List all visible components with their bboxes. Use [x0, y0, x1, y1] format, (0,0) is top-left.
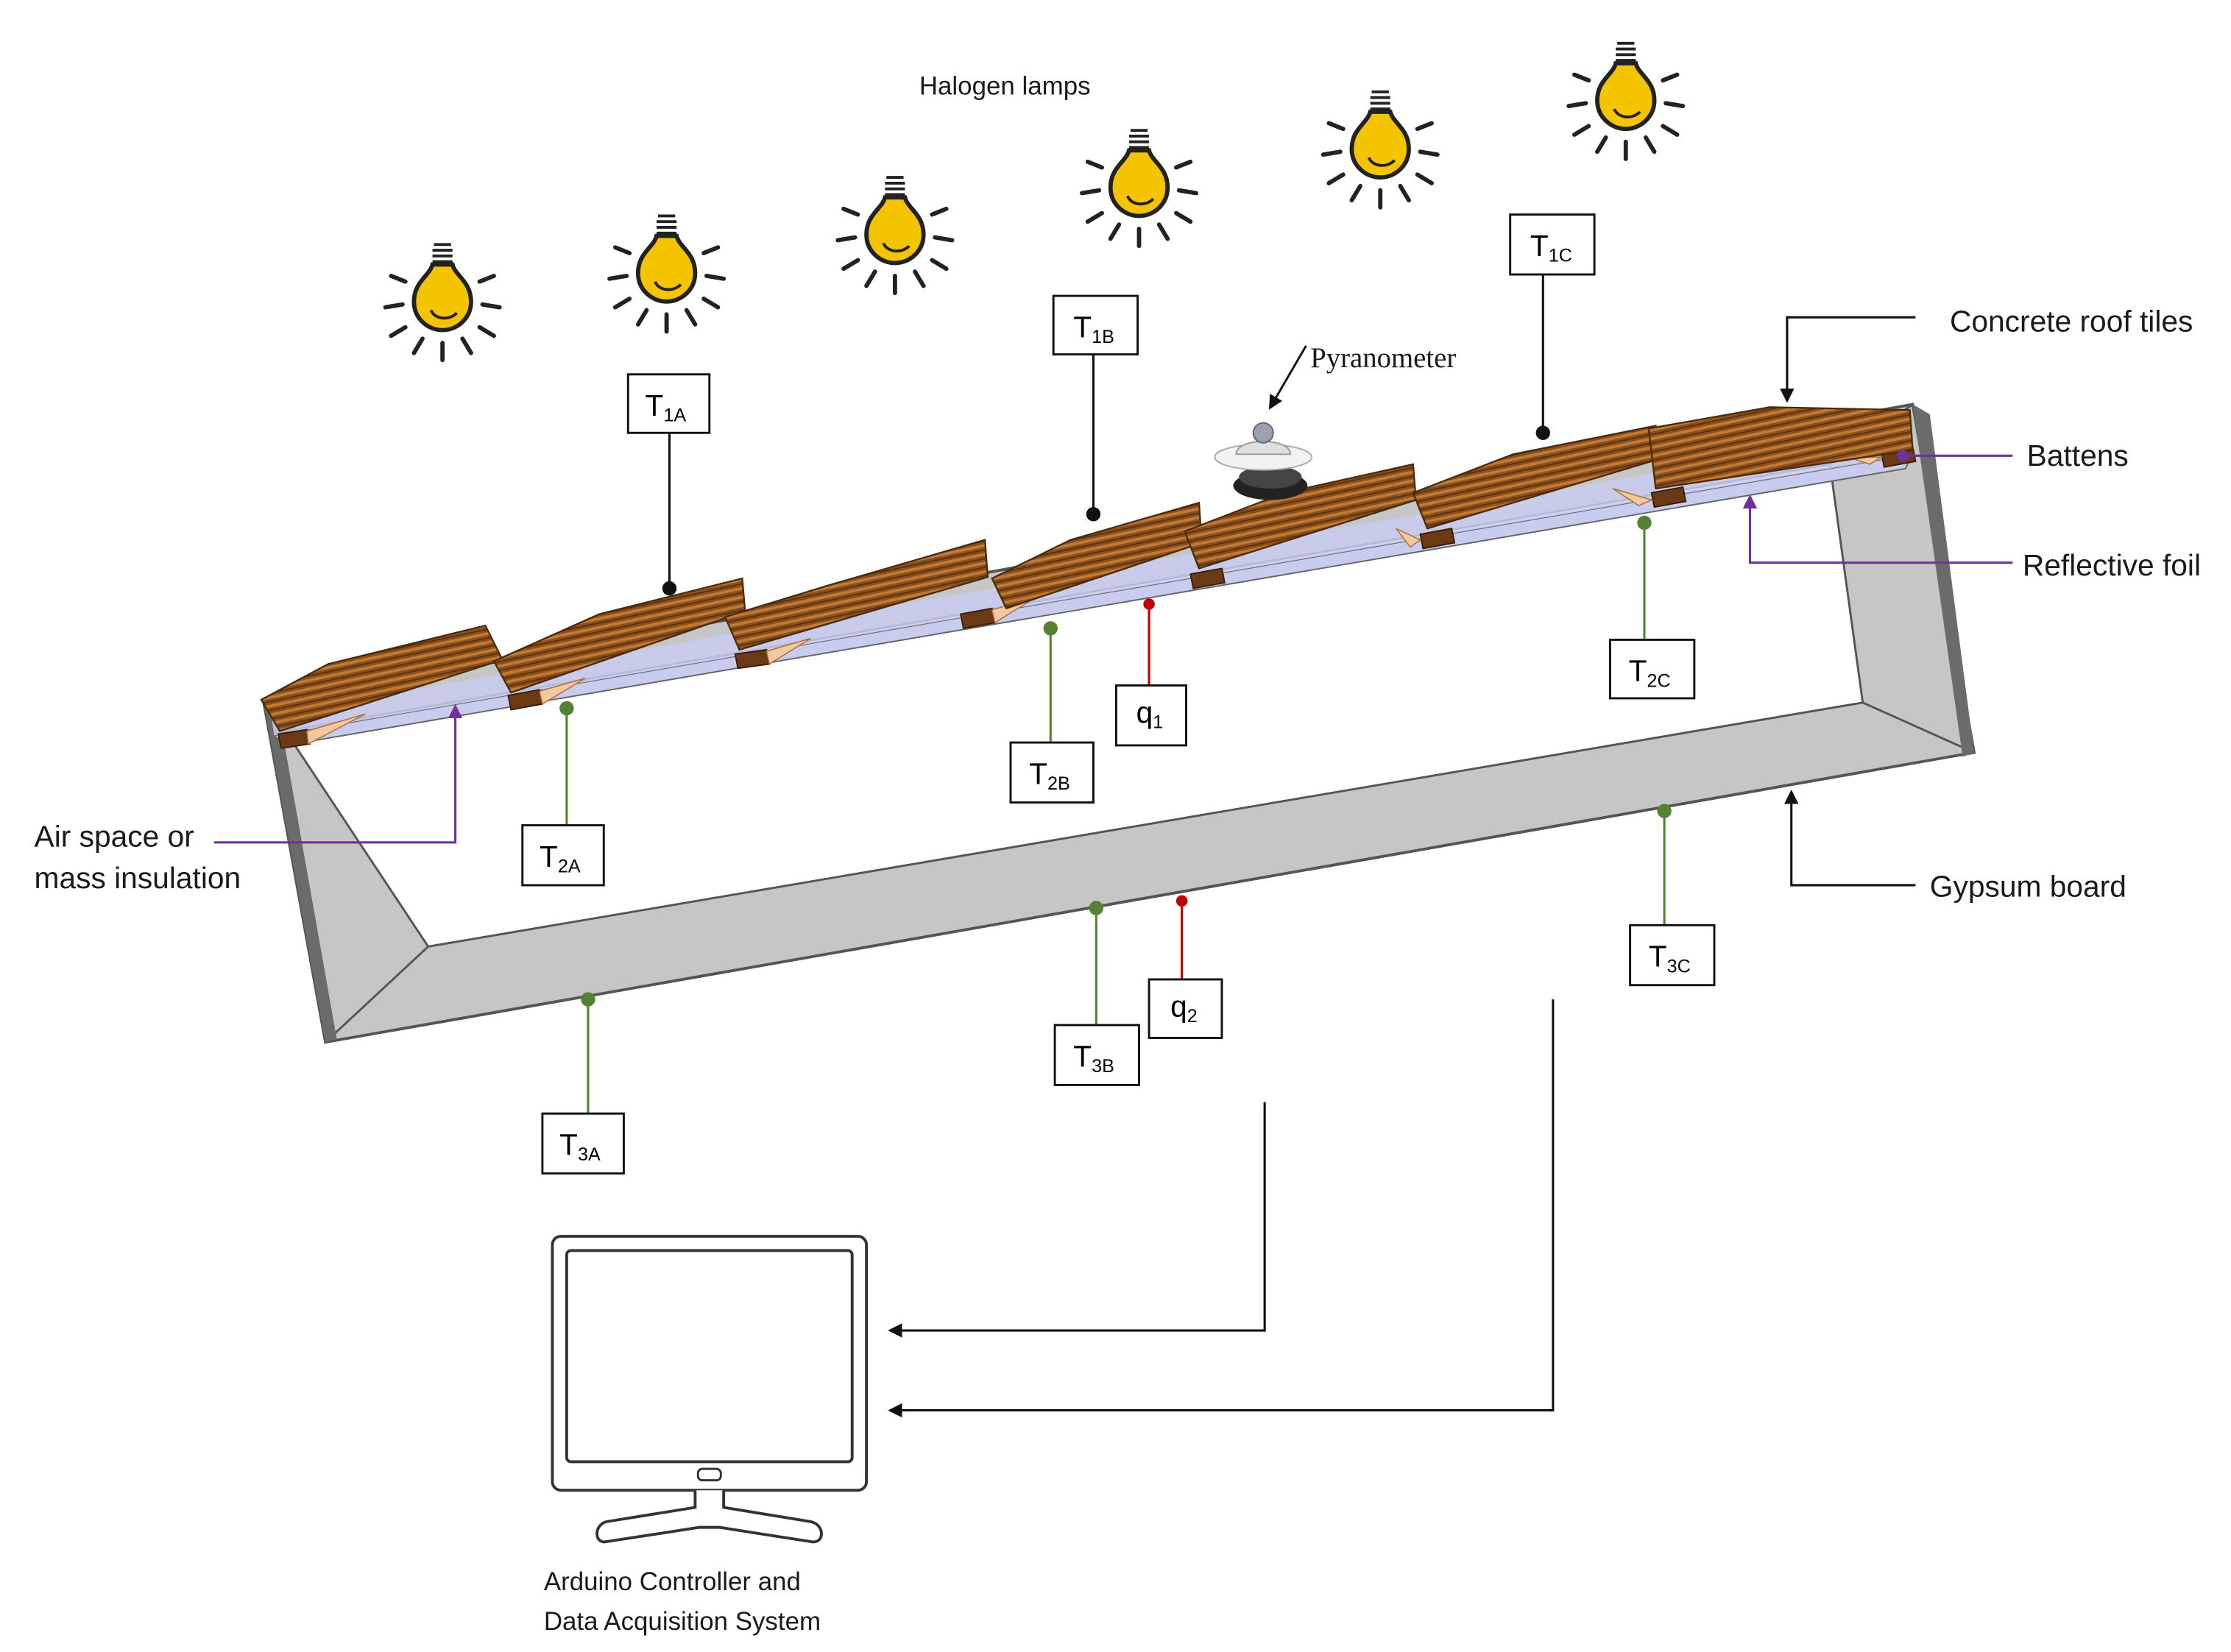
- svg-text:T3C: T3C: [1649, 940, 1691, 977]
- battens-label: Battens: [2027, 439, 2129, 472]
- sensor-T2B-sub: 2B: [1047, 773, 1070, 794]
- sensor-labels: [521, 213, 1716, 1175]
- concrete-roof-tiles-label: Concrete roof tiles: [1950, 305, 2193, 338]
- sensor-q2-main: q: [1170, 989, 1187, 1023]
- battens: [277, 446, 1917, 749]
- gypsum-board-label: Gypsum board: [1930, 869, 2126, 903]
- monitor-icon: [551, 1235, 869, 1544]
- gypsum-board-pointer: [1784, 790, 1916, 887]
- sensor-T3A-sub: 3A: [578, 1144, 601, 1165]
- sensor-T2A-sub: 2A: [558, 857, 581, 877]
- air-space-label-line2: mass insulation: [35, 861, 241, 895]
- svg-text:T1C: T1C: [1530, 229, 1572, 266]
- data-cable-1: [888, 1102, 1266, 1338]
- sensor-T1A-main: T: [646, 389, 664, 422]
- air-space-pointer: [213, 703, 463, 844]
- svg-text:T2C: T2C: [1629, 654, 1671, 692]
- reflective-foil-pointer: [1742, 494, 2013, 564]
- sensor-leads: [559, 274, 1672, 1114]
- sensor-T1C-sub: 1C: [1549, 246, 1572, 266]
- roof-tiles-pointer: [1780, 316, 1916, 403]
- svg-text:q1: q1: [1136, 695, 1164, 733]
- sensor-T3C-sub: 3C: [1667, 956, 1691, 976]
- sensor-q1-main: q: [1136, 695, 1153, 729]
- sensor-T3C-main: T: [1649, 940, 1667, 974]
- sensor-T2B-main: T: [1029, 756, 1047, 790]
- sensor-T2C-main: T: [1629, 654, 1647, 688]
- svg-text:T1A: T1A: [646, 389, 687, 426]
- pyranometer-icon: [1214, 422, 1313, 500]
- sensor-T1A-sub: 1A: [663, 405, 686, 426]
- sensor-T3B-main: T: [1073, 1039, 1092, 1073]
- svg-text:T2B: T2B: [1029, 756, 1070, 794]
- svg-text:T2A: T2A: [540, 840, 581, 877]
- svg-text:T1B: T1B: [1073, 310, 1114, 347]
- sensor-T2A-main: T: [540, 840, 558, 873]
- sensor-T1B-sub: 1B: [1092, 327, 1114, 347]
- svg-text:T3A: T3A: [559, 1127, 601, 1165]
- sensor-T1B-main: T: [1073, 310, 1092, 344]
- sensor-T3B-sub: 3B: [1092, 1056, 1114, 1077]
- computer-label-line1: Arduino Controller and: [544, 1567, 801, 1596]
- sensor-T2C-sub: 2C: [1647, 670, 1671, 691]
- sensor-q2-sub: 2: [1187, 1006, 1198, 1027]
- svg-text:T3B: T3B: [1073, 1039, 1114, 1077]
- halogen-lamps-label: Halogen lamps: [919, 72, 1091, 101]
- data-cable-2: [888, 999, 1555, 1418]
- sensor-label-texts: T1A T1B T1C T2A T2B T2C T3A T3B T3C q1 q…: [540, 229, 1691, 1165]
- sensor-T3A-main: T: [559, 1127, 578, 1161]
- concrete-roof-tiles: [260, 406, 1914, 732]
- air-space-label-line1: Air space or: [35, 820, 194, 854]
- sensor-q1-sub: 1: [1153, 712, 1163, 733]
- computer-label-line2: Data Acquisition System: [544, 1607, 821, 1636]
- sensor-T1C-main: T: [1530, 229, 1549, 263]
- reflective-foil-label: Reflective foil: [2023, 548, 2201, 582]
- svg-text:q2: q2: [1170, 989, 1198, 1027]
- pyranometer-label: Pyranometer: [1310, 342, 1456, 374]
